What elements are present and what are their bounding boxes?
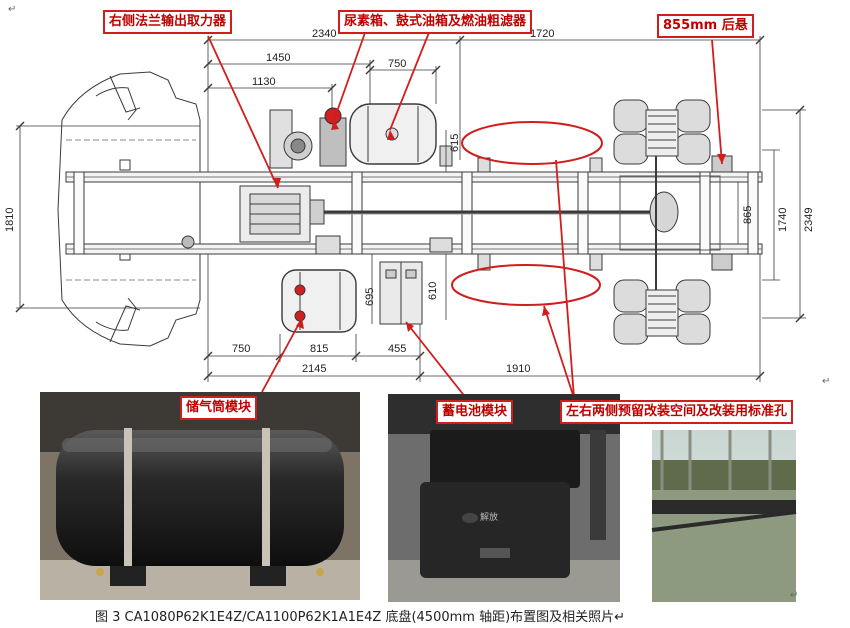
dim-750-bottom: 750 xyxy=(232,343,250,355)
dim-615: 615 xyxy=(449,134,461,152)
dim-1910: 1910 xyxy=(506,363,530,375)
rear-wheel-top-outer xyxy=(613,99,649,133)
dim-2145: 2145 xyxy=(302,363,326,375)
callout-tanks-and-filter: 尿素箱、鼓式油箱及燃油粗滤器 xyxy=(338,10,533,34)
callout-leaders xyxy=(207,29,723,399)
dim-1450: 1450 xyxy=(266,52,290,64)
dim-455: 455 xyxy=(388,343,406,355)
dim-1810: 1810 xyxy=(4,208,16,232)
photo-battery-box: 解放 xyxy=(388,394,620,602)
dim-1740: 1740 xyxy=(777,208,789,232)
dim-610: 610 xyxy=(427,282,439,300)
paragraph-mark-right: ↵ xyxy=(822,376,831,387)
paragraph-mark-top-left: ↵ xyxy=(8,4,17,15)
dim-2340: 2340 xyxy=(312,28,336,40)
dim-2349: 2349 xyxy=(803,208,815,232)
cab-inner xyxy=(95,87,137,331)
dimension-lines xyxy=(16,36,806,382)
dim-815: 815 xyxy=(310,343,328,355)
dim-865: 865 xyxy=(742,206,754,224)
dimension-arrow-ticks xyxy=(15,35,805,381)
battery-logo-text: 解放 xyxy=(480,511,498,523)
photo-air-tank xyxy=(40,392,360,600)
dim-1720: 1720 xyxy=(530,28,554,40)
paragraph-mark-bottom-right: ↵ xyxy=(790,590,799,601)
callout-battery-module: 蓄电池模块 xyxy=(436,400,514,424)
differential xyxy=(649,191,679,233)
reserved-space-top xyxy=(461,121,603,165)
dim-1130: 1130 xyxy=(252,76,276,88)
callout-pto: 右侧法兰输出取力器 xyxy=(103,10,233,34)
dimension-labels: 2340 1720 1450 750 1130 1910 2145 750 81… xyxy=(4,28,815,375)
callout-arrowheads xyxy=(272,120,726,332)
air-tank-plan xyxy=(281,269,357,333)
photo-frame-side xyxy=(651,430,797,602)
reserved-space-bottom xyxy=(451,264,601,306)
cab-outline xyxy=(57,71,201,347)
dim-750-top: 750 xyxy=(388,58,406,70)
callout-reserved-space: 左右两侧预留改装空间及改装用标准孔 xyxy=(560,400,794,424)
callout-air-tank-module: 储气筒模块 xyxy=(180,396,258,420)
rear-wheel-bottom-outer xyxy=(613,279,649,313)
dim-695: 695 xyxy=(364,288,376,306)
chassis-plan-view xyxy=(57,71,763,347)
figure-caption: 图 3 CA1080P62K1E4Z/CA1100P62K1A1E4Z 底盘(4… xyxy=(95,610,626,625)
callout-rear-overhang: 855mm 后悬 xyxy=(657,14,754,38)
